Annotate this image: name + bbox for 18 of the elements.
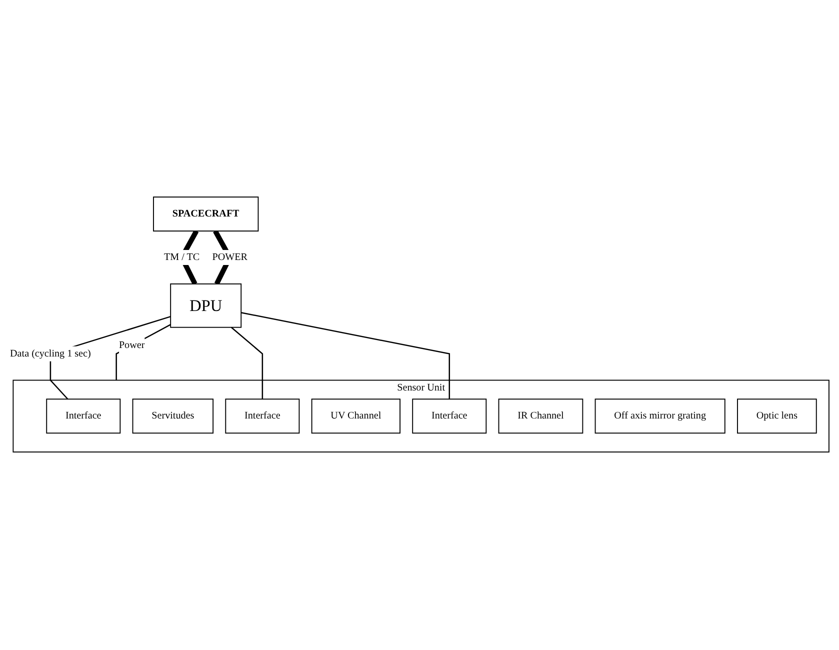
node-box: SPACECRAFT <box>153 197 259 232</box>
node-box: Servitudes <box>132 399 214 434</box>
edge-label: POWER <box>212 252 248 263</box>
connector <box>240 312 450 400</box>
connector <box>50 316 171 400</box>
node-box: Interface <box>46 399 121 434</box>
connector <box>116 324 171 381</box>
edge-label: TM / TC <box>164 252 200 263</box>
node-box: Off axis mirror grating <box>594 399 726 434</box>
node-box: Interface <box>225 399 300 434</box>
node-box: IR Channel <box>498 399 584 434</box>
connector <box>230 327 264 400</box>
node-box: UV Channel <box>311 399 400 434</box>
edge-label: Power <box>118 340 145 351</box>
node-box: DPU <box>170 284 242 328</box>
edge-label: Data (cycling 1 sec) <box>10 348 91 360</box>
node-box: Interface <box>412 399 487 434</box>
node-box: Optic lens <box>737 399 817 434</box>
